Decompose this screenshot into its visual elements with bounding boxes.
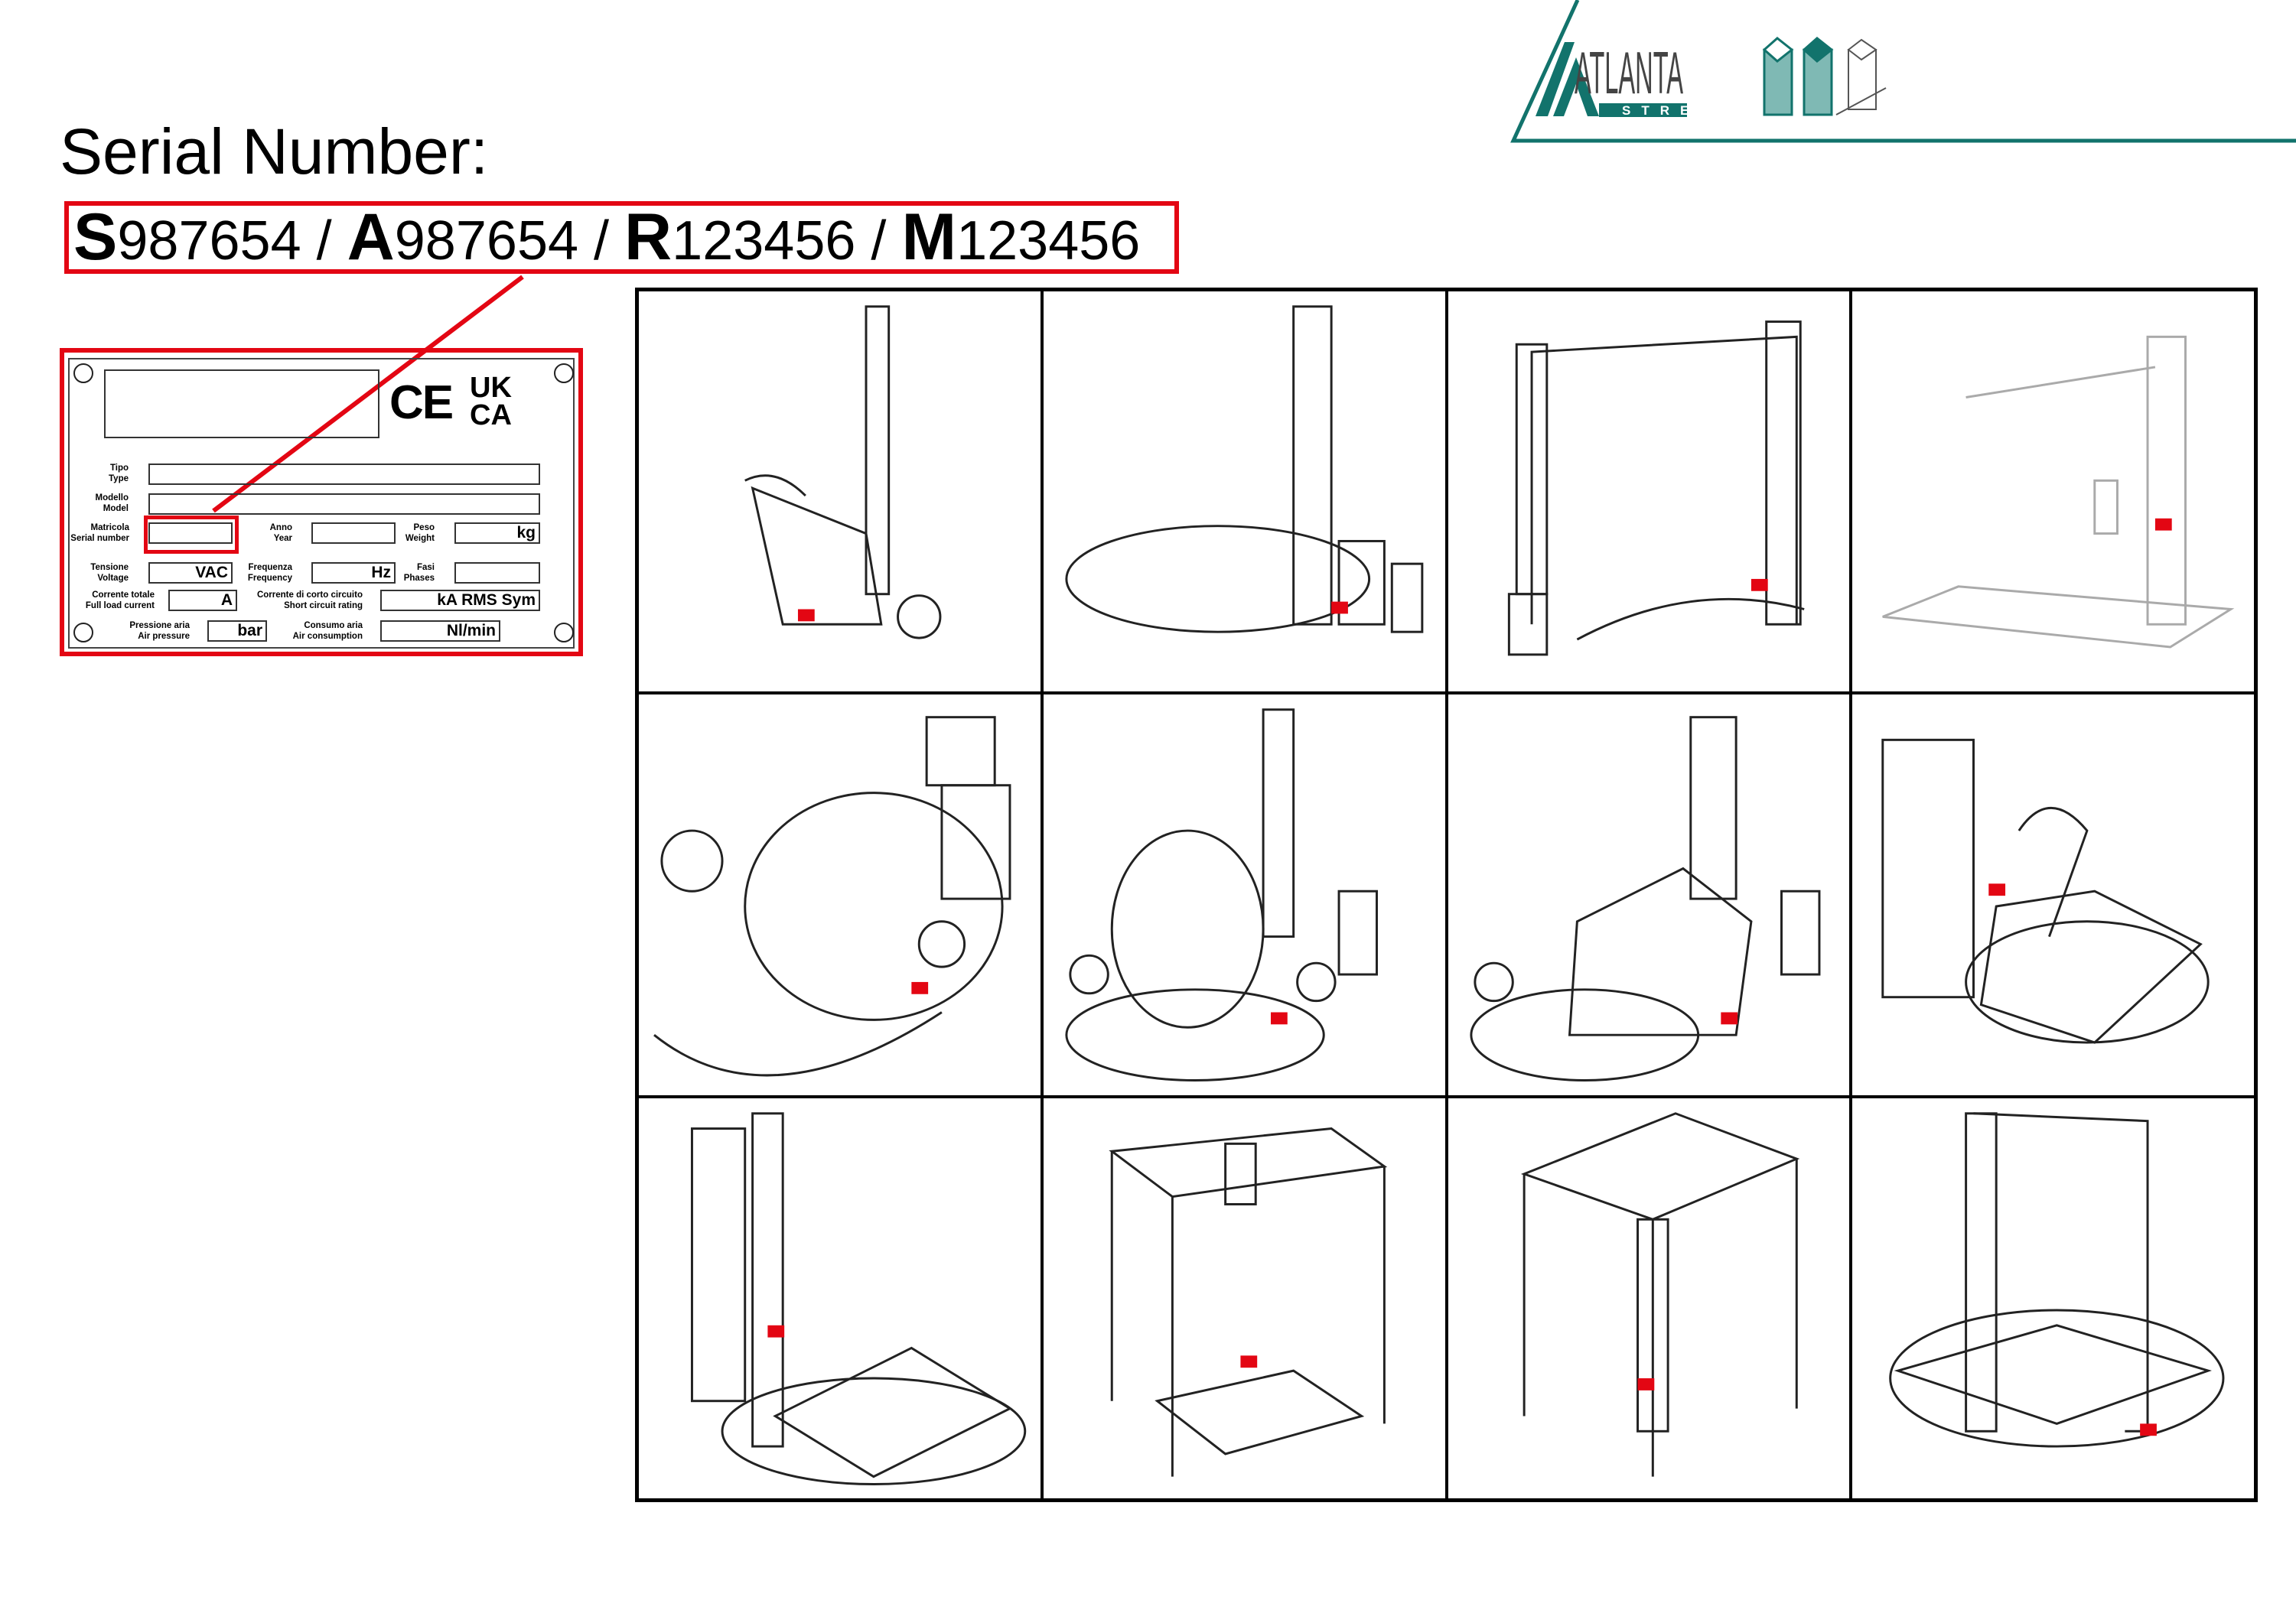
ukca-bottom: CA	[470, 399, 512, 431]
machine-automatic-turntable-column	[637, 1096, 1042, 1500]
machine-robot-wrapper-3	[1446, 693, 1851, 1097]
logo-area	[104, 369, 379, 438]
machine-drawing	[744, 305, 942, 639]
separator: /	[301, 210, 347, 272]
serial-label-marker	[1270, 1012, 1288, 1025]
atlanta-stretch-logo: STRETCH ATLANTA	[1507, 0, 2296, 153]
machine-grid	[635, 288, 2258, 1502]
machine-drawing	[1882, 335, 2235, 649]
weight-field: kg	[454, 522, 540, 544]
serial-prefix: R	[624, 200, 673, 274]
separator: /	[855, 210, 902, 272]
screw-hole	[73, 363, 93, 383]
short-circuit-field: kA RMS Sym	[380, 590, 540, 611]
screw-hole	[554, 363, 574, 383]
machine-drawing	[1065, 708, 1378, 1082]
machine-rotary-arm-wrapper-large	[1851, 290, 2255, 694]
air-pressure-field: bar	[207, 620, 267, 642]
machine-drawing	[1469, 716, 1820, 1082]
serial-number-field	[148, 522, 233, 544]
serial-highlight	[144, 516, 239, 554]
serial-label-marker	[2155, 518, 2172, 531]
serial-digits: 123456	[956, 210, 1141, 272]
machine-drawing	[1507, 320, 1805, 656]
serial-label-marker	[1750, 578, 1768, 591]
serial-label-marker	[1637, 1377, 1654, 1390]
serial-label-marker	[2140, 1423, 2158, 1436]
machine-turntable-wrapper	[1041, 290, 1447, 694]
machine-automatic-turntable-cabinet	[1851, 693, 2255, 1097]
phases-field	[454, 562, 540, 584]
wrapped-pallet-icon	[1762, 37, 1794, 116]
screw-hole	[554, 623, 574, 642]
serial-prefix: M	[901, 200, 957, 274]
serial-label-marker	[1720, 1012, 1737, 1025]
current-field: A	[168, 590, 237, 611]
machine-drawing	[1520, 1111, 1799, 1477]
frequency-field: Hz	[311, 562, 396, 584]
voltage-field: VAC	[148, 562, 233, 584]
year-field	[311, 522, 396, 544]
machine-ring-wrapper-2	[1851, 1096, 2255, 1500]
machine-drawing	[1065, 305, 1424, 633]
serial-digits: 987654	[117, 210, 301, 272]
model-field	[148, 493, 540, 515]
ce-mark: CE	[389, 376, 454, 429]
serial-label-marker	[1988, 883, 2006, 896]
screw-hole	[73, 623, 93, 642]
pallet-icon	[1835, 38, 1887, 115]
serial-label-marker	[911, 982, 929, 995]
machine-ring-wrapper	[1446, 1096, 1851, 1500]
serial-label-marker	[767, 1325, 785, 1338]
serial-number-example: S987654 / A987654 / R123456 / M123456	[64, 201, 1179, 274]
machine-drawing	[1889, 1111, 2225, 1448]
machine-robot-wrapper-2	[1041, 693, 1447, 1097]
wrapped-pallet-icon	[1802, 37, 1834, 116]
serial-digits: 123456	[672, 210, 856, 272]
logo-sub: STRETCH	[1622, 103, 1758, 118]
machine-drawing	[653, 716, 1011, 1077]
serial-prefix: S	[73, 200, 118, 274]
ukca-top: UK	[470, 372, 512, 404]
serial-digits: 987654	[394, 210, 579, 272]
type-field	[148, 463, 540, 485]
serial-prefix: A	[347, 200, 395, 274]
serial-label-marker	[1240, 1355, 1257, 1368]
machine-mobile-column-wrapper	[637, 290, 1042, 694]
machine-rotary-arm-wrapper	[1446, 290, 1851, 694]
machine-drawing	[1881, 739, 2210, 1045]
logo-name: ATLANTA	[1575, 39, 1683, 106]
machine-drawing	[690, 1111, 1027, 1485]
serial-label-marker	[797, 609, 815, 622]
machine-drawing	[1109, 1127, 1388, 1477]
machine-robot-wrapper-1	[637, 693, 1042, 1097]
plate-border	[68, 358, 575, 649]
serial-label-marker	[1330, 601, 1348, 614]
air-consumption-field: Nl/min	[380, 620, 500, 642]
page-title: Serial Number:	[60, 115, 489, 187]
separator: /	[578, 210, 625, 272]
machine-gantry-wrapper	[1041, 1096, 1447, 1500]
